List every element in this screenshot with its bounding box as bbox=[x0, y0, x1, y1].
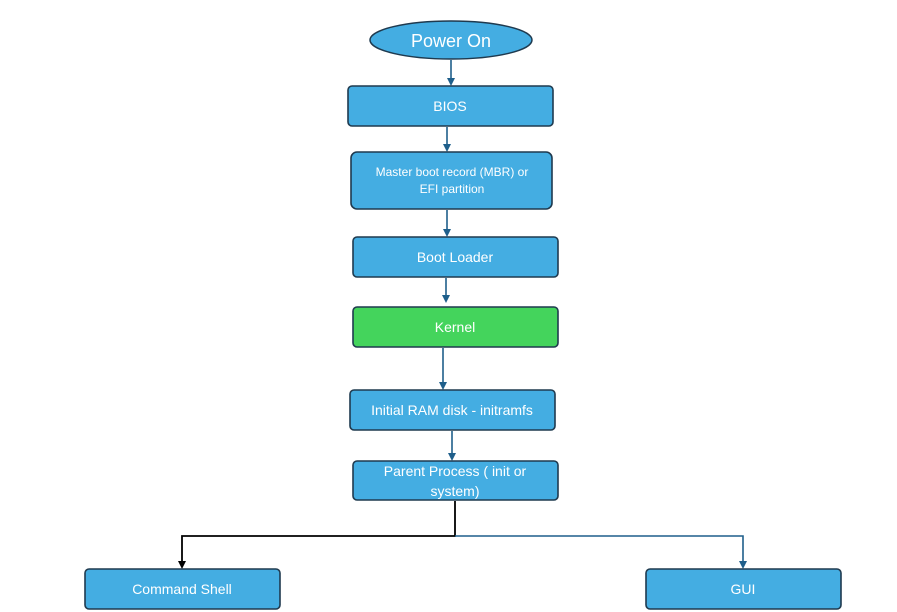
node-parent-process-shape bbox=[352, 460, 559, 501]
node-kernel-label: Kernel bbox=[435, 319, 475, 335]
node-command-shell-shape bbox=[84, 568, 281, 610]
node-gui-label: GUI bbox=[731, 581, 756, 597]
node-kernel: Kernel bbox=[352, 306, 559, 348]
node-power-on-label: Power On bbox=[411, 31, 491, 51]
node-boot-loader-label: Boot Loader bbox=[417, 249, 494, 265]
node-mbr: Master boot record (MBR) or EFI partitio… bbox=[350, 151, 553, 210]
node-mbr-label-line-2: EFI partition bbox=[420, 182, 485, 196]
node-mbr-shape bbox=[350, 151, 553, 210]
node-initramfs: Initial RAM disk - initramfs bbox=[349, 389, 556, 431]
connectors bbox=[178, 60, 747, 569]
node-parent-process-label-line-2: system) bbox=[431, 483, 480, 499]
node-boot-loader-shape bbox=[352, 236, 559, 278]
node-parent-process: Parent Process ( init or system) bbox=[352, 460, 559, 501]
node-command-shell-label: Command Shell bbox=[132, 581, 232, 597]
node-kernel-shape bbox=[352, 306, 559, 348]
node-boot-loader: Boot Loader bbox=[352, 236, 559, 278]
node-command-shell: Command Shell bbox=[84, 568, 281, 610]
node-gui-shape bbox=[645, 568, 842, 610]
node-power-on-shape bbox=[369, 20, 533, 60]
node-bios-label: BIOS bbox=[433, 98, 466, 114]
node-parent-process-label-line-1: Parent Process ( init or bbox=[384, 463, 527, 479]
node-initramfs-label: Initial RAM disk - initramfs bbox=[371, 402, 533, 418]
edge-parent-process-to-command-shell bbox=[178, 501, 456, 569]
node-gui: GUI bbox=[645, 568, 842, 610]
node-mbr-label-line-1: Master boot record (MBR) or bbox=[376, 165, 529, 179]
node-bios-shape bbox=[347, 85, 554, 127]
edge-parent-process-to-gui bbox=[455, 535, 747, 569]
node-bios: BIOS bbox=[347, 85, 554, 127]
node-power-on: Power On bbox=[369, 20, 533, 60]
node-initramfs-shape bbox=[349, 389, 556, 431]
